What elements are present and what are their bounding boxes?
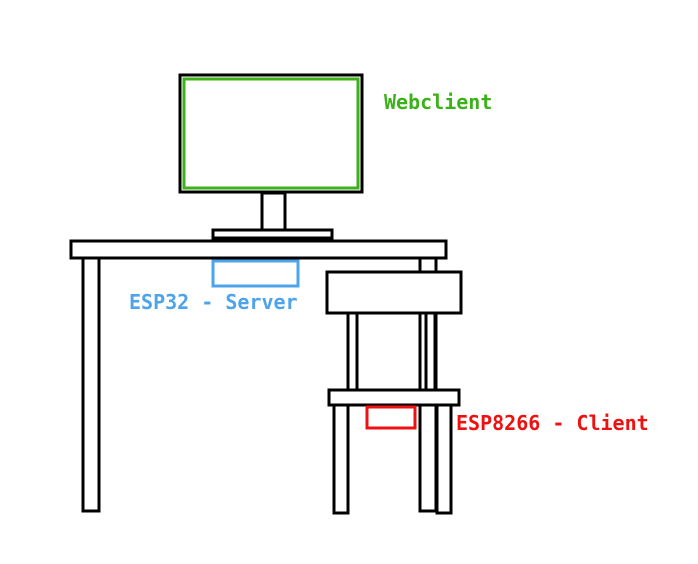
desk-top (69, 239, 448, 260)
chair-leg-left (332, 403, 350, 515)
esp8266-client-label: ESP8266 - Client (456, 411, 649, 435)
monitor-stand (260, 191, 287, 232)
monitor (178, 73, 364, 240)
monitor-base (211, 228, 334, 240)
esp32-server-label: ESP32 - Server (129, 290, 298, 314)
chair-back-post-left (346, 311, 359, 392)
monitor-screen (182, 77, 360, 190)
esp32-box (211, 259, 300, 288)
chair-seat (327, 388, 461, 407)
desk-leg-left (81, 256, 101, 513)
chair-leg-right (435, 403, 453, 515)
esp8266-box (365, 405, 417, 430)
webclient-label: Webclient (384, 90, 492, 114)
chair (325, 270, 463, 515)
monitor-frame (178, 73, 364, 194)
chair-backrest (325, 270, 463, 315)
chair-back-post-right (424, 311, 437, 392)
